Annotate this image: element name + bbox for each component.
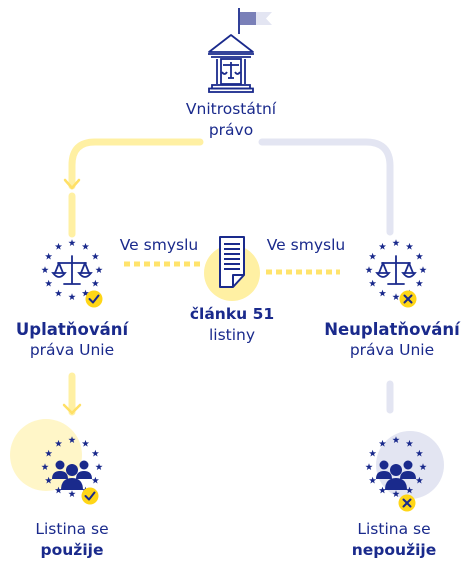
not-applying-eu-law-label: Neuplatňování práva Unie <box>322 319 462 361</box>
eu-star-icon <box>68 490 76 498</box>
eu-star-icon <box>95 266 103 274</box>
not-applying-line2: práva Unie <box>349 341 435 359</box>
scales-icon-left <box>51 255 93 285</box>
eu-star-icon <box>419 266 427 274</box>
national-law-label: Vnitrostátní právo <box>181 99 281 141</box>
left-connector-path <box>63 138 204 238</box>
eu-star-icon <box>68 239 76 247</box>
eu-star-icon <box>378 242 387 250</box>
cross-badge-icon <box>399 290 417 308</box>
applying-line2: práva Unie <box>29 341 115 359</box>
right-link-label: Ve smyslu <box>266 236 346 254</box>
eu-star-icon <box>91 252 99 260</box>
check-badge-icon <box>85 290 103 308</box>
check-badge-icon <box>81 487 99 505</box>
eu-star-icon <box>81 439 90 447</box>
article-51-label: článku 51 listiny <box>182 304 282 346</box>
eu-star-icon <box>369 476 377 484</box>
people-icon-right <box>376 460 416 490</box>
eu-star-icon <box>365 463 373 471</box>
charter-applies-line2: použije <box>40 541 104 559</box>
not-applying-line1: Neuplatňování <box>324 320 460 339</box>
eu-star-icon <box>415 252 423 260</box>
right-connector-path <box>258 138 394 236</box>
eu-star-icon <box>369 449 377 457</box>
eu-star-icon <box>365 266 373 274</box>
article-51-line2: listiny <box>208 326 256 344</box>
eu-star-icon <box>81 242 90 250</box>
national-law-line1: Vnitrostátní <box>185 100 277 118</box>
eu-star-icon <box>45 279 53 287</box>
eu-star-icon <box>392 239 400 247</box>
charter-not-applies-line1: Listina se <box>357 520 431 538</box>
eu-star-icon <box>392 293 400 301</box>
eu-star-icon <box>54 242 63 250</box>
eu-star-icon <box>369 252 377 260</box>
charter-applies-label: Listina se použije <box>17 519 127 561</box>
eu-star-icon <box>369 279 377 287</box>
eu-star-icon <box>91 449 99 457</box>
left-link-label: Ve smyslu <box>119 236 199 254</box>
eu-star-icon <box>95 463 103 471</box>
article-51-line1: článku 51 <box>189 305 275 323</box>
scales-icon-right <box>375 255 417 285</box>
applying-line1: Uplatňování <box>15 320 129 339</box>
cross-badge-icon <box>398 494 416 512</box>
applying-eu-law-label: Uplatňování práva Unie <box>7 319 137 361</box>
document-icon <box>219 236 245 288</box>
eu-star-icon <box>415 279 423 287</box>
courthouse-icon <box>208 8 272 93</box>
eu-star-icon <box>54 289 63 297</box>
eu-star-icon <box>91 279 99 287</box>
eu-star-icon <box>378 289 387 297</box>
charter-applies-line1: Listina se <box>35 520 109 538</box>
national-law-line2: právo <box>208 121 254 139</box>
eu-star-icon <box>68 293 76 301</box>
eu-star-icon <box>91 476 99 484</box>
charter-not-applies-label: Listina se nepoužije <box>339 519 449 561</box>
people-icon-left <box>52 460 92 490</box>
charter-not-applies-line2: nepoužije <box>351 541 437 559</box>
left-lower-connector <box>62 372 82 416</box>
eu-star-icon <box>405 242 414 250</box>
eu-star-icon <box>45 252 53 260</box>
eu-star-icon <box>41 266 49 274</box>
